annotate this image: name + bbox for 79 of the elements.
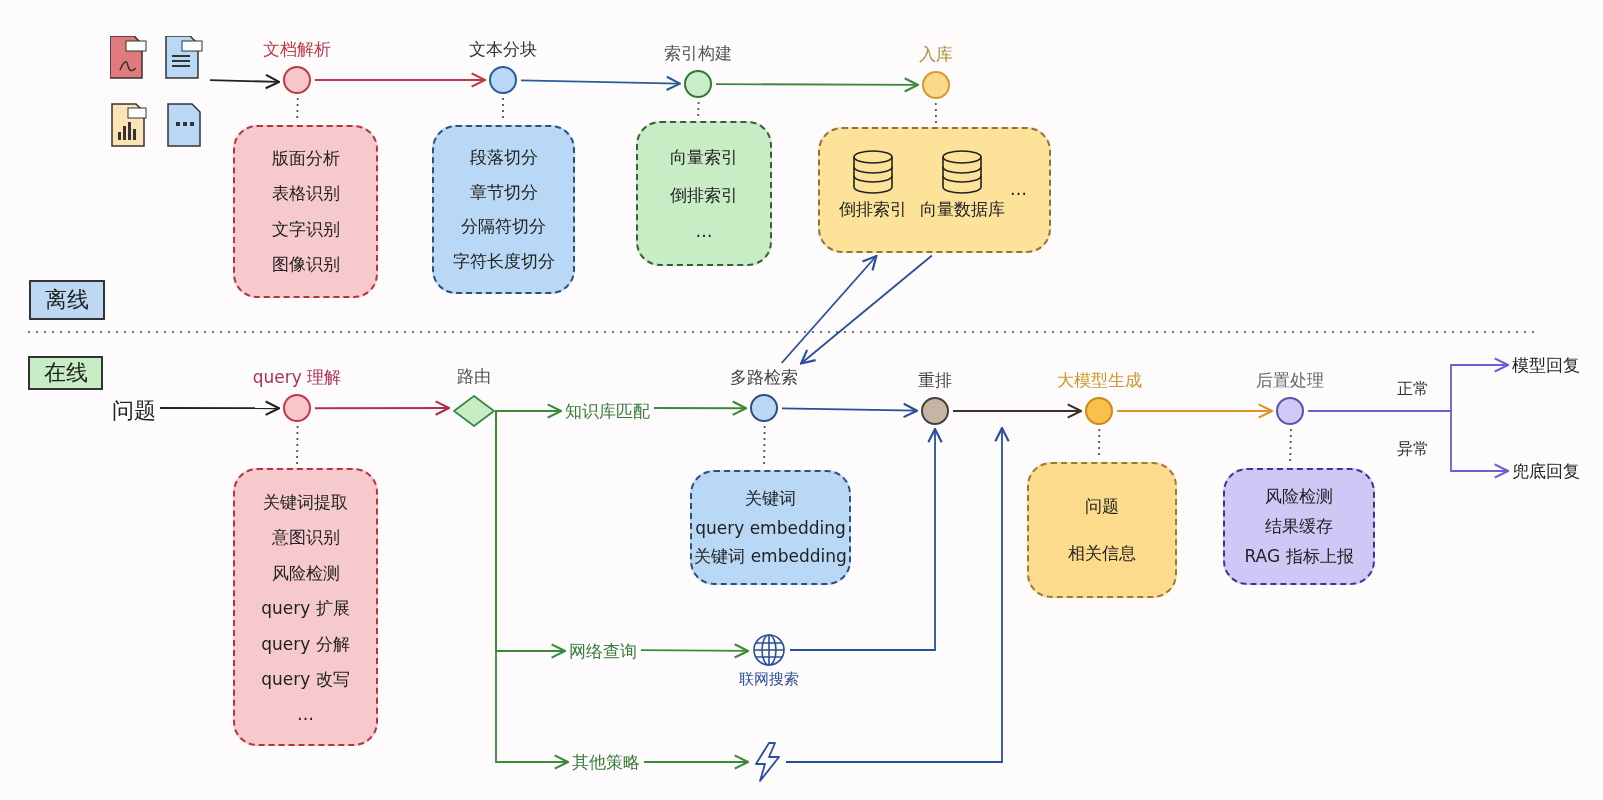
arrow	[209, 73, 281, 90]
detail-card	[233, 125, 378, 298]
arrow	[495, 410, 570, 770]
arrow	[314, 72, 487, 88]
node-heading: 后置处理	[1256, 369, 1324, 392]
node-heading: 多路检索	[730, 366, 798, 389]
arrow	[1116, 403, 1274, 419]
arrow	[780, 254, 878, 364]
list-item: 相关信息	[1068, 541, 1136, 565]
list-item: query 分解	[261, 632, 350, 656]
flow-text: 兜底回复	[1512, 459, 1580, 483]
arrow	[159, 400, 281, 416]
list-item: query 改写	[261, 668, 350, 691]
dotted-connector	[697, 101, 700, 118]
arrow	[520, 75, 682, 92]
flow-text: 问题	[112, 396, 156, 426]
node-heading: 文档解析	[263, 38, 331, 61]
arrow	[952, 403, 1083, 419]
list-item: RAG 指标上报	[1244, 545, 1354, 568]
icon-label: 向量数据库	[919, 198, 1005, 221]
icon-label: 倒排索引	[839, 198, 907, 221]
dotted-connector	[934, 102, 937, 124]
list-item: 向量索引	[670, 145, 738, 169]
list-item: 版面分析	[271, 147, 340, 171]
node-heading: 路由	[457, 365, 491, 388]
list-item: 关键词	[745, 487, 796, 511]
list-item: 段落切分	[469, 146, 538, 170]
section-tag: 离线	[29, 280, 105, 320]
detail-card	[1027, 462, 1177, 598]
list-item: query embedding	[695, 517, 846, 538]
list-item: …	[1010, 179, 1027, 199]
dotted-connector	[763, 425, 766, 467]
flow-text: 网络查询	[569, 639, 637, 663]
list-item: …	[695, 221, 713, 242]
list-item: 章节切分	[469, 180, 538, 204]
list-item: 倒排索引	[670, 183, 738, 207]
list-item: 意图识别	[271, 526, 340, 549]
flow-text: 模型回复	[1512, 353, 1580, 377]
detail-card	[636, 121, 772, 266]
list-item: 文字识别	[271, 217, 340, 241]
list-item: 关键词 embedding	[694, 544, 847, 568]
list-item: 表格识别	[271, 182, 340, 206]
flow-text: 知识库匹配	[565, 399, 650, 423]
detail-card	[432, 125, 575, 294]
arrow	[653, 400, 748, 416]
node-heading: 重排	[918, 369, 952, 392]
arrow	[643, 754, 750, 770]
list-item: query 扩展	[261, 597, 350, 620]
list-item: 风险检测	[1265, 485, 1333, 508]
node-heading: query 理解	[252, 366, 342, 389]
detail-card	[1223, 468, 1375, 585]
node-heading: 入库	[919, 43, 953, 66]
list-item: 关键词提取	[263, 490, 348, 514]
arrow	[1307, 410, 1510, 479]
section-tag: 在线	[28, 356, 103, 390]
list-item: 字符长度切分	[452, 249, 555, 273]
node-heading: 索引构建	[664, 42, 732, 65]
detail-card	[233, 468, 378, 746]
arrow	[314, 400, 451, 416]
arrow	[715, 77, 920, 93]
arrow	[789, 427, 943, 651]
list-item: 结果缓存	[1265, 515, 1333, 538]
arrow	[785, 426, 1010, 763]
arrow	[640, 643, 750, 659]
arrow	[800, 254, 933, 365]
list-item: 图像识别	[271, 252, 340, 276]
storage-card	[818, 127, 1051, 253]
node-heading: 文本分块	[469, 38, 537, 61]
arrow	[781, 402, 919, 419]
list-item: 分隔符切分	[461, 215, 546, 239]
dotted-connector	[296, 425, 299, 465]
arrow	[498, 403, 563, 419]
icon-label: 联网搜索	[739, 670, 799, 689]
list-item: 风险检测	[271, 561, 340, 585]
list-item: …	[297, 703, 314, 724]
flow-text: 其他策略	[572, 750, 640, 774]
detail-card	[690, 470, 851, 585]
list-item: 问题	[1085, 495, 1119, 519]
node-heading: 大模型生成	[1056, 369, 1142, 392]
